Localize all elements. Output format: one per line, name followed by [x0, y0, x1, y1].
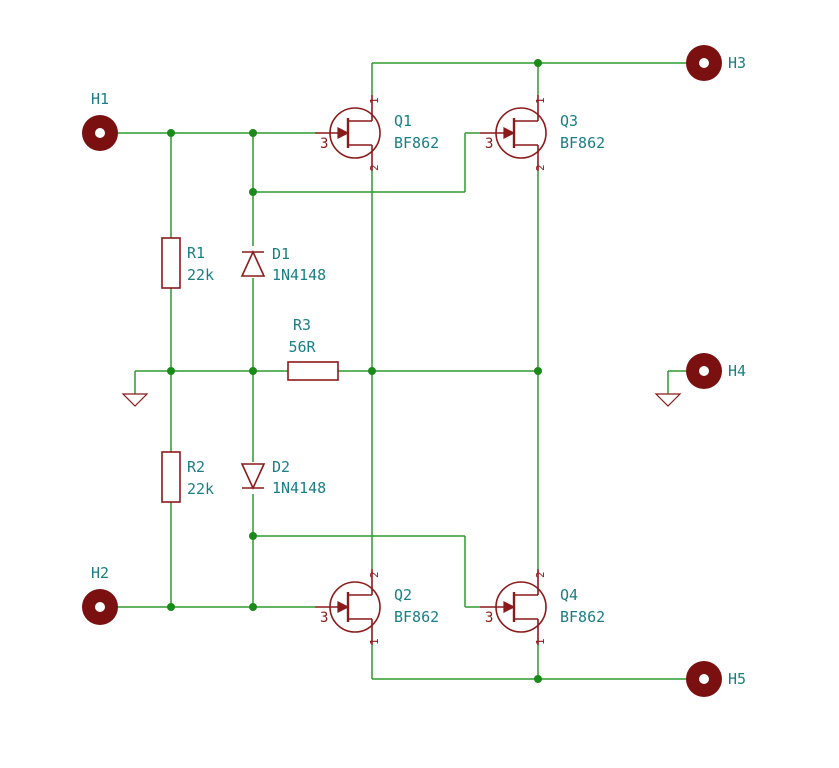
- diode-d1-ref: D1: [272, 245, 290, 263]
- connector-h4: H4: [686, 353, 746, 389]
- q2-pin-gate: 3: [320, 610, 328, 626]
- q1-pin-top: 1: [368, 97, 381, 104]
- connector-h3: H3: [686, 45, 746, 81]
- diode-d2-ref: D2: [272, 458, 290, 476]
- q4-pin-bottom: 1: [534, 638, 547, 645]
- connector-h5-ref: H5: [728, 670, 746, 688]
- junction-dot: [368, 367, 376, 375]
- transistor-q4-ref: Q4: [560, 586, 578, 604]
- junction-dot: [534, 675, 542, 683]
- transistor-q4: 3 2 1 Q4 BF862: [480, 569, 605, 645]
- ground-symbol-h4: [654, 393, 682, 407]
- connector-h4-ref: H4: [728, 362, 746, 380]
- junction-dot: [249, 367, 257, 375]
- connector-h3-ref: H3: [728, 54, 746, 72]
- diode-d2: D2 1N4148: [240, 458, 326, 497]
- resistor-r1-value: 22k: [187, 266, 214, 284]
- connector-h5: H5: [686, 661, 746, 697]
- q4-pin-top: 2: [534, 571, 547, 578]
- connector-h2: H2: [82, 564, 118, 625]
- resistor-r2-value: 22k: [187, 480, 214, 498]
- transistor-q3: 3 1 2 Q3 BF862: [480, 95, 605, 171]
- q1-pin-gate: 3: [320, 136, 328, 152]
- resistor-r1-ref: R1: [187, 244, 205, 262]
- q3-pin-gate: 3: [485, 136, 493, 152]
- q2-pin-top: 2: [368, 571, 381, 578]
- junction-dot: [534, 367, 542, 375]
- diode-d2-value: 1N4148: [272, 479, 326, 497]
- connector-h1: H1: [82, 90, 118, 151]
- resistor-r1: R1 22k: [161, 237, 214, 289]
- junction-dot: [249, 532, 257, 540]
- ground-symbol-left: [121, 393, 149, 407]
- junction-dot: [167, 367, 175, 375]
- diode-d1-value: 1N4148: [272, 266, 326, 284]
- resistor-r3-ref: R3: [293, 316, 311, 334]
- q3-pin-bottom: 2: [534, 164, 547, 171]
- transistor-q1-value: BF862: [394, 134, 439, 152]
- transistor-q4-value: BF862: [560, 608, 605, 626]
- junction-dot: [167, 129, 175, 137]
- wires: [115, 62, 690, 680]
- transistor-q3-ref: Q3: [560, 112, 578, 130]
- transistor-q1-ref: Q1: [394, 112, 412, 130]
- junction-dot: [249, 129, 257, 137]
- q1-pin-bottom: 2: [368, 164, 381, 171]
- transistor-q2: 3 2 1 Q2 BF862: [315, 569, 439, 645]
- junctions: [167, 59, 542, 683]
- diode-d1: D1 1N4148: [240, 245, 326, 284]
- transistor-q2-ref: Q2: [394, 586, 412, 604]
- resistor-r3: R3 56R: [287, 316, 339, 381]
- transistor-q3-value: BF862: [560, 134, 605, 152]
- q2-pin-bottom: 1: [368, 638, 381, 645]
- junction-dot: [249, 188, 257, 196]
- connector-h1-ref: H1: [91, 90, 109, 108]
- junction-dot: [534, 59, 542, 67]
- transistor-q1: 3 1 2 Q1 BF862: [315, 95, 439, 171]
- resistor-r2: R2 22k: [161, 451, 214, 503]
- resistor-r2-ref: R2: [187, 458, 205, 476]
- transistor-q2-value: BF862: [394, 608, 439, 626]
- connector-h2-ref: H2: [91, 564, 109, 582]
- q3-pin-top: 1: [534, 97, 547, 104]
- resistor-r3-value: 56R: [288, 338, 316, 356]
- q4-pin-gate: 3: [485, 610, 493, 626]
- junction-dot: [167, 603, 175, 611]
- junction-dot: [249, 603, 257, 611]
